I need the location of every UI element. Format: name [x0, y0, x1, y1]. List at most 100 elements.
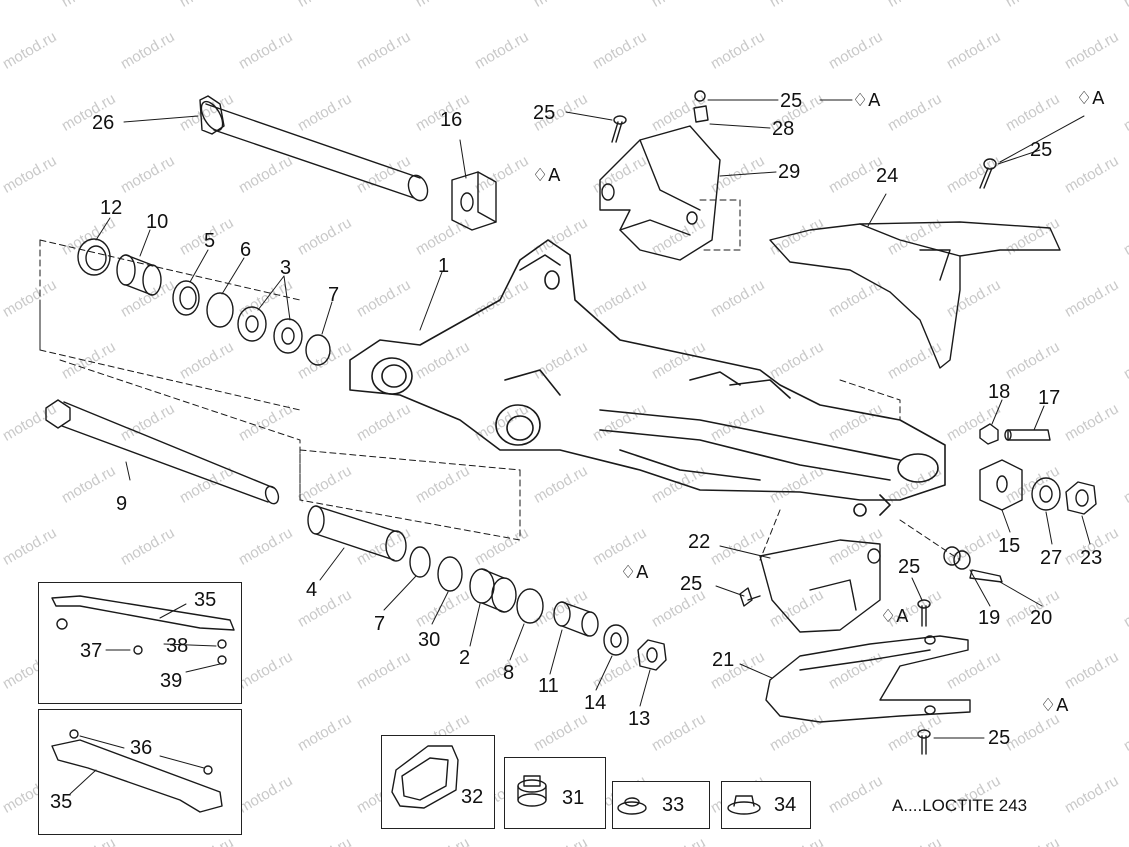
inset-box-chain-guard-upper: [38, 582, 242, 704]
label-part-11: 11: [538, 675, 559, 697]
bolt-25-top: [611, 115, 627, 143]
label-part-32: 32: [461, 786, 484, 808]
bush-4: [307, 505, 407, 562]
swingarm-1: [349, 239, 946, 517]
label-part-15: 15: [998, 535, 1021, 557]
label-part-25-right: 25: [1030, 139, 1053, 161]
bolt-25-right: [979, 158, 997, 189]
label-part-13: 13: [628, 708, 651, 730]
label-part-29: 29: [778, 161, 801, 183]
label-part-24: 24: [876, 165, 899, 187]
inset-box-part-31: [504, 757, 606, 829]
label-part-19: 19: [978, 607, 1001, 629]
bearing-5: [172, 280, 200, 316]
label-part-27: 27: [1040, 547, 1063, 569]
label-part-33: 33: [662, 794, 685, 816]
axle-tube-26: [199, 95, 429, 202]
chain-guard-29: [599, 125, 721, 261]
label-part-18: 18: [988, 381, 1011, 403]
nut-23: [1065, 481, 1097, 515]
pivot-pin-9: [45, 399, 280, 505]
nut-13: [637, 639, 667, 671]
ring-7-bottom: [409, 546, 431, 578]
label-part-4: 4: [306, 579, 318, 601]
nut-18: [979, 423, 999, 445]
loctite-mark-2: ♢A: [852, 90, 881, 111]
chain-slider-21: [765, 635, 971, 723]
label-part-6: 6: [240, 239, 252, 261]
label-part-25-mid: 25: [898, 556, 921, 578]
grommet-33: [617, 797, 647, 815]
inset-box-part-32: [381, 735, 495, 829]
loctite-mark-4: ♢A: [620, 562, 649, 583]
label-part-25-bracket: 25: [680, 573, 703, 595]
label-part-25-bottom: 25: [988, 727, 1011, 749]
label-part-25-clip: 25: [780, 90, 803, 112]
label-part-17: 17: [1038, 387, 1061, 409]
loctite-mark-1: ♢A: [532, 165, 561, 186]
label-part-9: 9: [116, 493, 128, 515]
label-part-23: 23: [1080, 547, 1103, 569]
leader-lines: [69, 99, 1091, 795]
label-part-35-upper: 35: [194, 589, 217, 611]
bolt-25-mid: [917, 599, 931, 627]
ring-30: [437, 556, 463, 592]
bolt-25-bottom: [917, 729, 931, 755]
bracket-22: [759, 539, 881, 633]
label-part-36: 36: [130, 737, 153, 759]
bolt-17: [1004, 429, 1051, 441]
label-part-20: 20: [1030, 607, 1053, 629]
bush-31: [517, 775, 547, 807]
loctite-mark-3: ♢A: [1076, 88, 1105, 109]
label-part-16: 16: [440, 109, 463, 131]
spacer-11: [553, 601, 599, 637]
label-part-7-bottom: 7: [374, 613, 386, 635]
label-part-34: 34: [774, 794, 797, 816]
label-part-14: 14: [584, 692, 607, 714]
label-part-22: 22: [688, 531, 711, 553]
grommet-34: [727, 795, 761, 815]
label-part-12: 12: [100, 197, 123, 219]
bearing-3a: [237, 306, 267, 342]
label-part-26: 26: [92, 112, 115, 134]
chain-guard-strip-35-lower: [51, 729, 223, 813]
label-part-1: 1: [438, 255, 450, 277]
grommet-32: [391, 745, 459, 809]
bearing-2: [469, 568, 517, 613]
loctite-note: A....LOCTITE 243: [892, 796, 1028, 815]
label-part-28: 28: [772, 118, 795, 140]
loctite-mark-5: ♢A: [880, 606, 909, 627]
label-part-38: 38: [166, 635, 189, 657]
label-part-8: 8: [503, 662, 515, 684]
ring-7-top: [305, 334, 331, 366]
label-part-7-top: 7: [328, 284, 340, 306]
label-part-31: 31: [562, 787, 585, 809]
adjuster-block-16: [451, 171, 497, 231]
bush-10: [116, 254, 162, 296]
chain-guard-strip-35-upper: [51, 595, 235, 665]
bolt-25-bracket: [739, 587, 761, 607]
washer-14: [603, 624, 629, 656]
adjuster-block-15: [979, 459, 1023, 511]
bearing-3b: [273, 318, 303, 354]
label-part-2: 2: [459, 647, 471, 669]
label-part-30: 30: [418, 629, 441, 651]
label-part-3: 3: [280, 257, 292, 279]
label-part-5: 5: [204, 230, 216, 252]
washer-25: [694, 90, 706, 102]
label-part-35-lower: 35: [50, 791, 73, 813]
loctite-mark-6: ♢A: [1040, 695, 1069, 716]
label-part-21: 21: [712, 649, 735, 671]
inset-box-part-34: [721, 781, 811, 829]
label-part-37: 37: [80, 640, 103, 662]
ring-8: [516, 588, 544, 624]
assembly-dash-lines: [39, 199, 961, 561]
label-part-10: 10: [146, 211, 169, 233]
pin-20: [969, 569, 1003, 583]
clip-28: [693, 105, 709, 123]
label-part-25-top: 25: [533, 102, 556, 124]
mudguard-24: [769, 221, 1061, 369]
ring-6: [206, 292, 234, 328]
washer-27: [1031, 477, 1061, 511]
